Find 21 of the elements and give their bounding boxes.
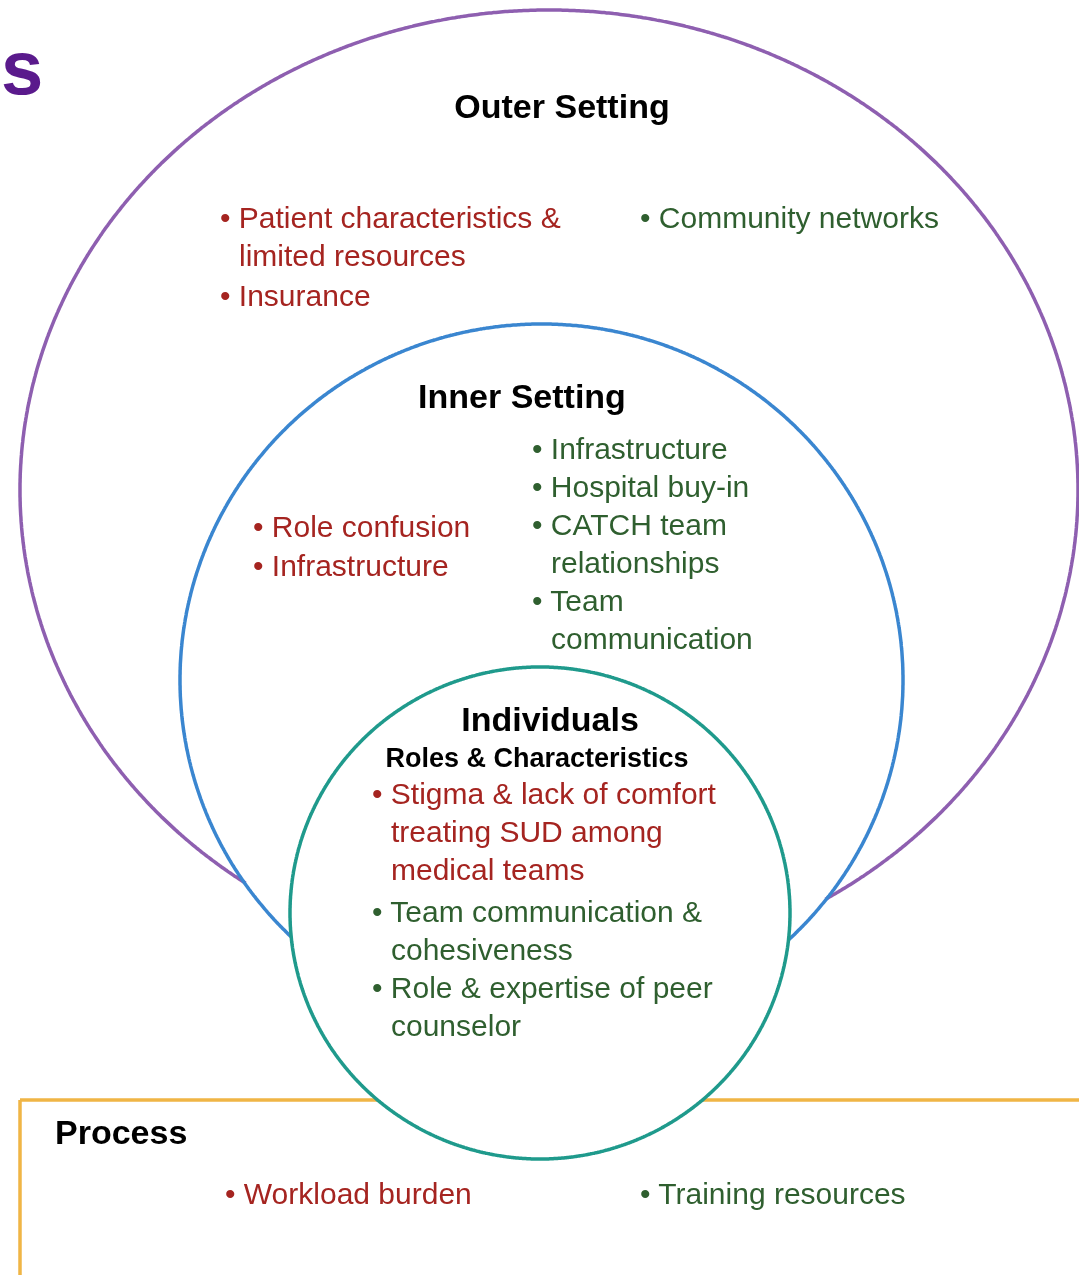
heading: Individuals — [461, 699, 639, 739]
facilitator-item: • Community networks — [640, 200, 940, 236]
facilitator-item: • Hospital buy-in — [532, 469, 751, 505]
barrier-item: • Infrastructure — [253, 548, 450, 584]
title-fragment: s — [1, 28, 44, 108]
barrier-item: • Role confusion — [253, 509, 472, 545]
facilitator-item: • Team communication — [532, 583, 754, 657]
heading: Outer Setting — [454, 86, 670, 126]
barrier-item: • Insurance — [220, 278, 372, 314]
subheading: Roles & Characteristics — [385, 742, 689, 774]
barrier-item: • Patient characteristics & limited resources — [220, 200, 562, 274]
facilitator-item: • CATCH team relationships — [532, 507, 728, 581]
facilitator-item: • Infrastructure — [532, 431, 729, 467]
process-box — [18, 1098, 1079, 1275]
heading: Process — [55, 1112, 188, 1152]
facilitator-item: • Team communication & cohesiveness — [372, 894, 704, 968]
facilitator-item: • Training resources — [640, 1176, 907, 1212]
barrier-item: • Stigma & lack of comfort treating SUD among medical teams — [372, 776, 717, 888]
heading: Inner Setting — [418, 376, 626, 416]
facilitator-item: • Role & expertise of peer counselor — [372, 970, 714, 1044]
barrier-item: • Workload burden — [225, 1176, 473, 1212]
